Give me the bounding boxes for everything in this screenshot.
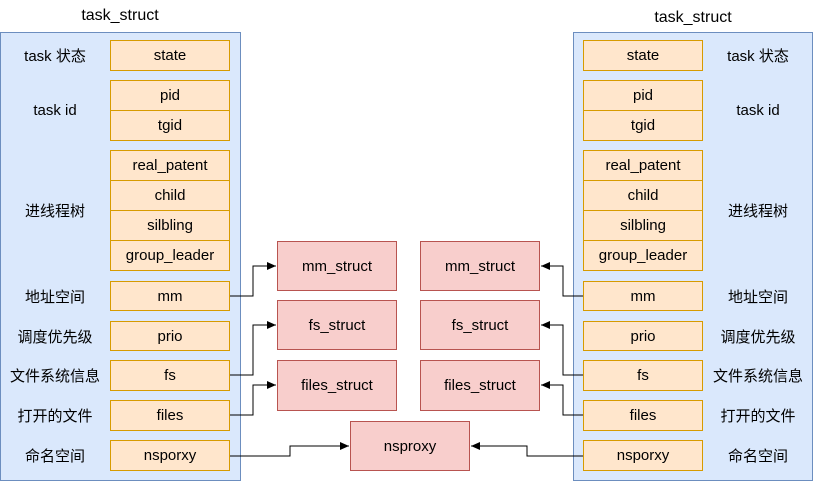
left-field-nsporxy: nsporxy <box>110 440 230 471</box>
left-label-namespace: 命名空间 <box>24 448 85 465</box>
left-label-address-space: 地址空间 <box>24 288 85 306</box>
right-label-sched-priority: 调度优先级 <box>720 328 796 346</box>
left-label-process-tree: 进线程树 <box>24 203 85 220</box>
left-field-prio: prio <box>110 321 230 351</box>
left-fs-struct-box: fs_struct <box>277 300 397 350</box>
right-task-struct-title: task_struct <box>654 9 732 26</box>
right-label-task-id: task id <box>736 102 780 119</box>
nsproxy-box: nsproxy <box>350 421 470 471</box>
right-field-child: child <box>583 180 703 211</box>
arrow-left-nsproxy <box>230 442 349 457</box>
left-label-fs-info: 文件系统信息 <box>9 368 100 385</box>
left-field-child: child <box>110 180 230 211</box>
right-field-files: files <box>583 400 703 431</box>
right-label-process-tree: 进线程树 <box>727 203 788 220</box>
right-field-real-patent: real_patent <box>583 150 703 181</box>
right-fs-struct-box: fs_struct <box>420 300 540 350</box>
left-label-sched-priority: 调度优先级 <box>17 328 93 346</box>
left-field-mm: mm <box>110 281 230 311</box>
left-field-pid: pid <box>110 80 230 111</box>
right-label-namespace: 命名空间 <box>727 448 788 465</box>
left-field-fs: fs <box>110 360 230 391</box>
right-field-state: state <box>583 40 703 71</box>
left-field-state: state <box>110 40 230 71</box>
right-label-fs-info: 文件系统信息 <box>712 368 803 385</box>
right-field-fs: fs <box>583 360 703 391</box>
right-field-prio: prio <box>583 321 703 351</box>
left-mm-struct-box: mm_struct <box>277 241 397 291</box>
left-field-real-patent: real_patent <box>110 150 230 181</box>
right-label-task-state: task 状态 <box>727 48 789 65</box>
left-label-task-state: task 状态 <box>24 48 86 65</box>
right-field-nsporxy: nsporxy <box>583 440 703 471</box>
arrow-right-nsproxy <box>471 442 583 457</box>
right-field-tgid: tgid <box>583 110 703 141</box>
left-label-task-id: task id <box>33 102 77 119</box>
right-label-address-space: 地址空间 <box>727 288 788 306</box>
right-field-silbling: silbling <box>583 210 703 241</box>
left-field-tgid: tgid <box>110 110 230 141</box>
left-label-open-files: 打开的文件 <box>17 408 93 425</box>
left-files-struct-box: files_struct <box>277 360 397 411</box>
left-field-files: files <box>110 400 230 431</box>
right-field-group-leader: group_leader <box>583 240 703 271</box>
right-files-struct-box: files_struct <box>420 360 540 411</box>
left-field-silbling: silbling <box>110 210 230 241</box>
right-mm-struct-box: mm_struct <box>420 241 540 291</box>
left-task-struct-title: task_struct <box>81 7 159 24</box>
right-field-pid: pid <box>583 80 703 111</box>
right-label-open-files: 打开的文件 <box>720 408 796 425</box>
left-field-group-leader: group_leader <box>110 240 230 271</box>
right-field-mm: mm <box>583 281 703 311</box>
